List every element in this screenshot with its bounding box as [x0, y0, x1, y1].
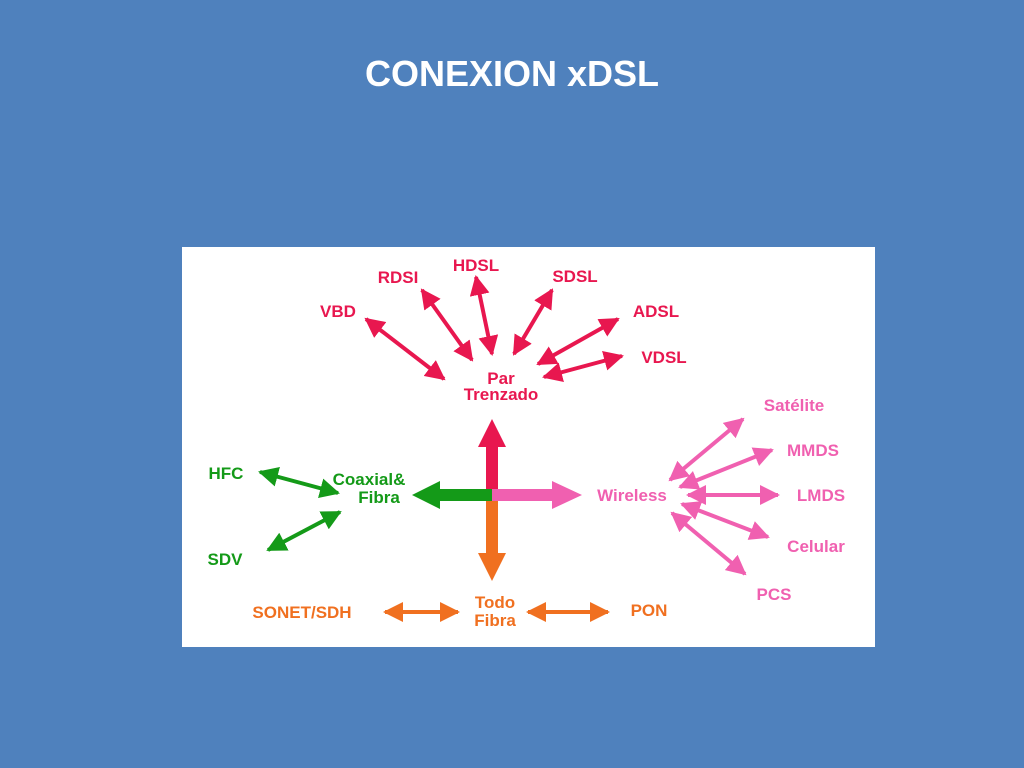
hub-full-fiber-line1: Todo: [475, 593, 515, 612]
tech-sdsl: SDSL: [552, 267, 597, 286]
tech-hfc: HFC: [209, 464, 244, 483]
arrow-mmds: [678, 447, 774, 490]
hub-twisted-pair-line1: Par: [487, 369, 515, 388]
wireless-arrows: [668, 417, 780, 576]
coax-fiber-arrows: [258, 467, 342, 552]
hub-twisted-pair-line2: Trenzado: [464, 385, 539, 404]
arrow-hfc: [258, 467, 340, 498]
tech-vbd: VBD: [320, 302, 356, 321]
hub-coax-fiber-line2: Fibra: [358, 488, 400, 507]
tech-rdsi: RDSI: [378, 268, 419, 287]
tech-mmds: MMDS: [787, 441, 839, 460]
tech-celular: Celular: [787, 537, 845, 556]
tech-lmds: LMDS: [797, 486, 845, 505]
arrow-hdsl: [469, 275, 499, 356]
arrow-satelite: [668, 417, 745, 482]
tech-pon: PON: [631, 601, 668, 620]
tech-pcs: PCS: [757, 585, 792, 604]
arrow-sdv: [266, 510, 342, 552]
arrow-vdsl: [542, 351, 624, 382]
right-arrow-wireless: [492, 481, 582, 509]
access-network-diagram: Par Trenzado Coaxial& Fibra Todo Fibra W…: [182, 247, 875, 647]
hub-coax-fiber-line1: Coaxial&: [333, 470, 406, 489]
hub-full-fiber-line2: Fibra: [474, 611, 516, 630]
arrow-pcs: [670, 511, 747, 576]
tech-vdsl: VDSL: [641, 348, 686, 367]
arrow-sdsl: [512, 288, 554, 356]
down-arrow-full-fiber: [478, 495, 506, 581]
left-arrow-coax-fiber: [412, 481, 492, 509]
diagram-canvas: Par Trenzado Coaxial& Fibra Todo Fibra W…: [208, 256, 846, 630]
tech-sdv: SDV: [208, 550, 244, 569]
arrow-adsl: [536, 317, 620, 366]
up-arrow-twisted-pair: [478, 419, 506, 495]
hub-wireless: Wireless: [597, 486, 667, 505]
central-cross: [412, 419, 582, 581]
arrow-rdsi: [420, 288, 474, 362]
tech-adsl: ADSL: [633, 302, 679, 321]
twisted-pair-arrows: [364, 275, 624, 382]
slide-title: CONEXION xDSL: [364, 53, 660, 94]
arrow-vbd: [364, 317, 446, 381]
tech-satelite: Satélite: [764, 396, 824, 415]
tech-hdsl: HDSL: [453, 256, 499, 275]
tech-sonet-sdh: SONET/SDH: [252, 603, 351, 622]
